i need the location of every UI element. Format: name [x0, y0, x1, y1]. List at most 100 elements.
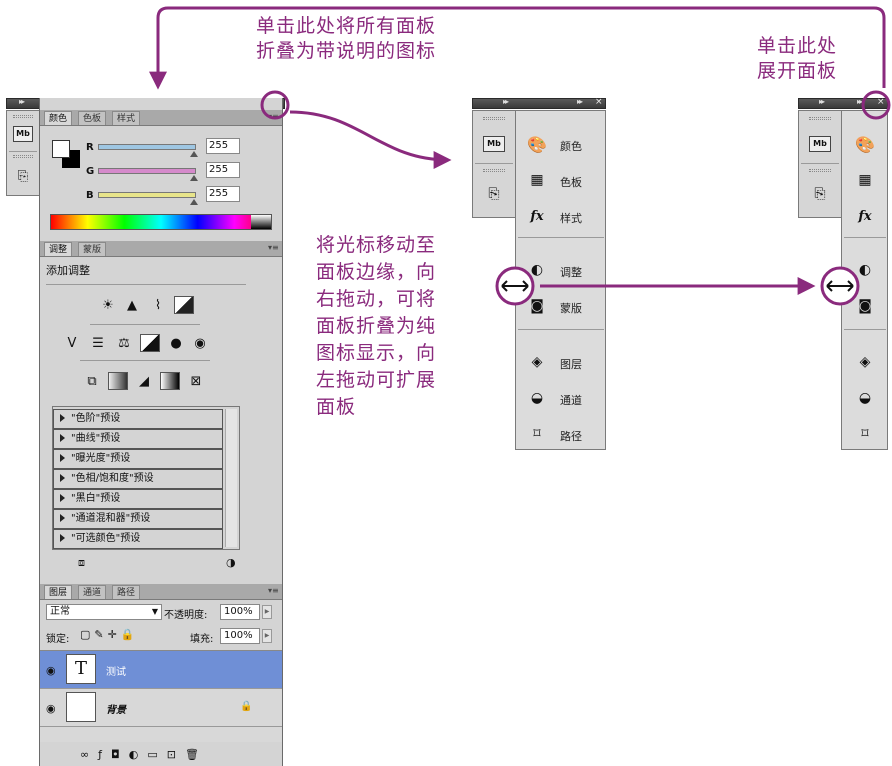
expand-chevron-icon[interactable]: ▸▸ [577, 97, 583, 106]
history-icon[interactable]: ⎘ [814, 186, 826, 202]
tab-adjustments[interactable]: 调整 [44, 242, 73, 256]
icon-label-swatches[interactable]: 色板 [560, 176, 582, 189]
r-value-input[interactable]: 255 [206, 138, 240, 154]
adjustments-icon[interactable]: ◐ [530, 262, 544, 278]
eye-icon[interactable]: ◉ [46, 702, 56, 715]
mini-bridge-icon[interactable]: Mb [12, 123, 34, 145]
clip-to-layer-icon[interactable]: ⧈ [78, 556, 85, 569]
layers-icon[interactable]: ◈ [531, 354, 543, 370]
drag-grip[interactable] [13, 155, 33, 158]
icon-label-masks[interactable]: 蒙版 [560, 302, 582, 315]
history-icon[interactable]: ⎘ [488, 186, 500, 202]
channels-icon[interactable]: ◒ [858, 390, 872, 406]
gradient-map-icon[interactable] [160, 372, 180, 390]
masks-icon[interactable]: ◙ [858, 298, 872, 314]
fill-arrow-button[interactable]: ▶ [262, 629, 272, 643]
posterize-icon[interactable] [108, 372, 128, 390]
icon-label-paths[interactable]: 路径 [560, 430, 582, 443]
close-icon[interactable]: × [877, 97, 885, 107]
expand-triangle-icon[interactable] [60, 454, 65, 462]
table-row[interactable]: ◉ T 测试 [40, 651, 282, 689]
channels-icon[interactable]: ◒ [530, 390, 544, 406]
g-value-input[interactable]: 255 [206, 162, 240, 178]
list-item[interactable]: "色相/饱和度"预设 [53, 469, 223, 489]
masks-icon[interactable]: ◙ [530, 298, 544, 314]
styles-fx-icon[interactable]: fx [530, 208, 544, 224]
layer-name[interactable]: 测试 [106, 667, 126, 678]
swatches-grid-icon[interactable]: ▦ [530, 172, 544, 188]
new-layer-icon[interactable]: ⊡ [166, 748, 185, 761]
adjustment-layer-icon[interactable]: ◐ [128, 748, 148, 761]
icon-panel-titlebar[interactable]: ▸▸ ▸▸ × [798, 97, 888, 109]
tab-layers[interactable]: 图层 [44, 585, 73, 599]
list-item[interactable]: "可选颜色"预设 [53, 529, 223, 549]
fx-icon[interactable]: ƒ [98, 748, 112, 761]
icon-label-adjustments[interactable]: 调整 [560, 266, 582, 279]
layers-icon[interactable]: ◈ [859, 354, 871, 370]
slider-thumb[interactable] [190, 175, 198, 181]
mini-bridge-icon[interactable]: Mb [809, 133, 831, 155]
curves-icon[interactable]: ⌇ [154, 297, 162, 313]
expand-triangle-icon[interactable] [60, 474, 65, 482]
icon-label-color[interactable]: 颜色 [560, 140, 582, 153]
slider-track-r[interactable] [98, 144, 196, 150]
link-icon[interactable]: ∞ [80, 748, 99, 761]
panel-menu-icon[interactable]: ▾≡ [268, 243, 279, 252]
slider-thumb[interactable] [190, 199, 198, 205]
color-spectrum-bar[interactable] [50, 214, 272, 230]
tab-swatches[interactable]: 色板 [78, 111, 107, 125]
color-palette-icon[interactable]: 🎨 [855, 134, 875, 154]
preset-scrollbar[interactable] [225, 409, 237, 547]
labeled-panel-titlebar[interactable]: ▸▸ ▸▸ × [472, 97, 606, 109]
icon-label-layers[interactable]: 图层 [560, 358, 582, 371]
expand-triangle-icon[interactable] [60, 534, 65, 542]
color-balance-icon[interactable]: ⚖ [118, 335, 130, 351]
color-palette-icon[interactable]: 🎨 [527, 134, 547, 154]
tab-masks[interactable]: 蒙版 [78, 242, 107, 256]
list-item[interactable]: "曲线"预设 [53, 429, 223, 449]
expand-chevron-icon[interactable]: ▸▸ [819, 97, 825, 106]
exposure-icon[interactable] [174, 296, 194, 314]
mini-bridge-icon[interactable]: Mb [483, 133, 505, 155]
tab-color[interactable]: 颜色 [44, 111, 73, 125]
brightness-icon[interactable]: ☀ [102, 297, 114, 313]
expand-triangle-icon[interactable] [60, 434, 65, 442]
tab-channels[interactable]: 通道 [78, 585, 107, 599]
slider-g[interactable]: G 255 [86, 162, 276, 182]
grayscale-ramp[interactable] [251, 215, 271, 229]
chevron-down-icon[interactable]: ▼ [151, 607, 158, 616]
styles-fx-icon[interactable]: fx [858, 208, 872, 224]
icon-label-channels[interactable]: 通道 [560, 394, 582, 407]
selective-color-icon[interactable]: ⊠ [190, 373, 202, 389]
expand-triangle-icon[interactable] [60, 494, 65, 502]
slider-thumb[interactable] [190, 151, 198, 157]
lock-options-icons[interactable]: ▢✎✛🔒 [80, 628, 139, 641]
expand-triangle-icon[interactable] [60, 414, 65, 422]
expand-chevron-icon[interactable]: ▸▸ [19, 97, 25, 106]
paths-icon[interactable]: ⌑ [533, 426, 541, 442]
b-value-input[interactable]: 255 [206, 186, 240, 202]
swatches-grid-icon[interactable]: ▦ [858, 172, 872, 188]
drag-grip[interactable] [809, 117, 831, 120]
panel-menu-icon[interactable]: ▾≡ [268, 112, 279, 121]
list-item[interactable]: "色阶"预设 [53, 409, 223, 429]
black-white-icon[interactable] [140, 334, 160, 352]
levels-icon[interactable]: ▲ [127, 297, 137, 313]
hue-saturation-icon[interactable]: ☰ [92, 335, 104, 351]
drag-grip[interactable] [13, 115, 33, 118]
left-strip-titlebar[interactable]: ▸▸ [6, 97, 40, 109]
slider-r[interactable]: R 255 [86, 138, 276, 158]
tab-styles[interactable]: 样式 [112, 111, 141, 125]
foreground-color-swatch[interactable] [52, 140, 70, 158]
history-icon[interactable]: ⎘ [17, 168, 29, 184]
fill-input[interactable]: 100% [220, 628, 260, 644]
icon-label-styles[interactable]: 样式 [560, 212, 582, 225]
new-group-icon[interactable]: ▭ [147, 748, 167, 761]
drag-grip[interactable] [483, 169, 505, 172]
opacity-arrow-button[interactable]: ▶ [262, 605, 272, 619]
table-row[interactable]: ◉ 背景 🔒 [40, 689, 282, 727]
channel-mixer-icon[interactable]: ◉ [194, 335, 206, 351]
photo-filter-icon[interactable]: ● [170, 335, 182, 351]
adjustments-icon[interactable]: ◐ [858, 262, 872, 278]
layer-name[interactable]: 背景 [106, 705, 126, 716]
